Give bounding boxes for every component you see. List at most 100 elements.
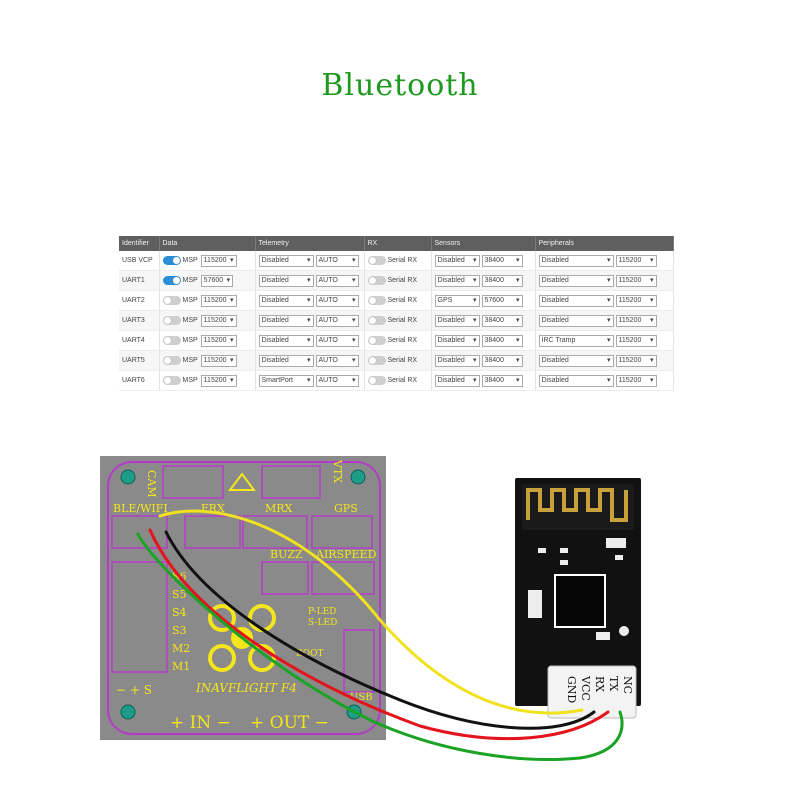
frx-pad bbox=[184, 515, 241, 549]
msp-toggle[interactable] bbox=[162, 356, 181, 365]
telemetry-select[interactable]: SmartPort bbox=[258, 374, 314, 387]
table-header-row: Identifier Data Telemetry RX Sensors Per… bbox=[119, 236, 674, 251]
msp-baud-select[interactable]: 115200 bbox=[200, 294, 237, 307]
sensor-baud-select[interactable]: 57600 bbox=[481, 294, 523, 307]
header-identifier: Identifier bbox=[119, 236, 160, 251]
peripheral-select[interactable]: Disabled bbox=[538, 374, 614, 387]
peripheral-select[interactable]: IRC Tramp bbox=[538, 334, 614, 347]
port-identifier: USB VCP bbox=[119, 251, 160, 271]
peripheral-baud-select[interactable]: 115200 bbox=[615, 274, 657, 287]
header-rx: RX bbox=[364, 236, 432, 251]
label-out: + OUT − bbox=[250, 713, 329, 733]
port-identifier: UART5 bbox=[119, 350, 160, 371]
msp-baud-select[interactable]: 57600 bbox=[200, 274, 234, 287]
port-identifier: UART6 bbox=[119, 370, 160, 391]
mount-hole-tr bbox=[350, 469, 366, 485]
sensor-select[interactable]: Disabled bbox=[434, 354, 480, 367]
sensor-select[interactable]: Disabled bbox=[434, 374, 480, 387]
telemetry-baud-select[interactable]: AUTO bbox=[315, 354, 359, 367]
peripherals-cell: Disabled115200 bbox=[535, 251, 674, 271]
msp-baud-select[interactable]: 115200 bbox=[200, 254, 237, 267]
peripheral-baud-select[interactable]: 115200 bbox=[615, 254, 657, 267]
telemetry-select[interactable]: Disabled bbox=[258, 254, 314, 267]
sensor-baud-select[interactable]: 38400 bbox=[481, 274, 523, 287]
telemetry-select[interactable]: Disabled bbox=[258, 314, 314, 327]
serial-rx-toggle[interactable] bbox=[367, 376, 386, 385]
rx-cell: Serial RX bbox=[364, 270, 432, 291]
sensor-baud-select[interactable]: 38400 bbox=[481, 374, 523, 387]
header-peripherals: Peripherals bbox=[535, 236, 674, 251]
sensor-baud-select[interactable]: 38400 bbox=[481, 254, 523, 267]
telemetry-baud-select[interactable]: AUTO bbox=[315, 254, 359, 267]
serial-rx-toggle[interactable] bbox=[367, 336, 386, 345]
telemetry-select[interactable]: Disabled bbox=[258, 334, 314, 347]
serial-rx-label: Serial RX bbox=[387, 337, 418, 344]
component-3 bbox=[596, 632, 610, 640]
sensor-select[interactable]: Disabled bbox=[434, 254, 480, 267]
sensor-baud-select[interactable]: 38400 bbox=[481, 354, 523, 367]
sensors-cell: Disabled38400 bbox=[431, 370, 536, 391]
serial-rx-toggle[interactable] bbox=[367, 356, 386, 365]
msp-baud-select[interactable]: 115200 bbox=[200, 354, 237, 367]
serial-rx-toggle[interactable] bbox=[367, 256, 386, 265]
board-outline bbox=[107, 461, 381, 735]
msp-baud-select[interactable]: 115200 bbox=[200, 374, 237, 387]
pin-rx: RX bbox=[593, 676, 606, 692]
telemetry-baud-select[interactable]: AUTO bbox=[315, 274, 359, 287]
sensor-select[interactable]: Disabled bbox=[434, 274, 480, 287]
component-5 bbox=[538, 548, 546, 553]
serial-rx-toggle[interactable] bbox=[367, 296, 386, 305]
port-identifier: UART2 bbox=[119, 290, 160, 311]
component-7 bbox=[560, 560, 568, 565]
msp-toggle[interactable] bbox=[162, 276, 181, 285]
msp-toggle[interactable] bbox=[162, 296, 181, 305]
peripheral-select[interactable]: Disabled bbox=[538, 294, 614, 307]
msp-toggle[interactable] bbox=[162, 376, 181, 385]
label-pled: P-LED bbox=[308, 607, 336, 617]
telemetry-select[interactable]: Disabled bbox=[258, 274, 314, 287]
peripheral-baud-select[interactable]: 115200 bbox=[615, 374, 657, 387]
sensor-baud-select[interactable]: 38400 bbox=[481, 334, 523, 347]
msp-label: MSP bbox=[182, 357, 198, 364]
telemetry-select[interactable]: Disabled bbox=[258, 294, 314, 307]
rx-cell: Serial RX bbox=[364, 310, 432, 331]
telemetry-baud-select[interactable]: AUTO bbox=[315, 374, 359, 387]
sensor-select[interactable]: GPS bbox=[434, 294, 480, 307]
wires bbox=[136, 509, 624, 761]
peripheral-baud-select[interactable]: 115200 bbox=[615, 314, 657, 327]
telemetry-baud-select[interactable]: AUTO bbox=[315, 294, 359, 307]
peripheral-select[interactable]: Disabled bbox=[538, 354, 614, 367]
peripheral-baud-select[interactable]: 115200 bbox=[615, 334, 657, 347]
telemetry-cell: DisabledAUTO bbox=[255, 270, 365, 291]
msp-baud-select[interactable]: 115200 bbox=[200, 334, 237, 347]
telemetry-baud-select[interactable]: AUTO bbox=[315, 334, 359, 347]
rx-cell: Serial RX bbox=[364, 251, 432, 271]
serial-rx-toggle[interactable] bbox=[367, 276, 386, 285]
msp-toggle[interactable] bbox=[162, 336, 181, 345]
serial-rx-toggle[interactable] bbox=[367, 316, 386, 325]
label-m2: M2 bbox=[172, 642, 190, 655]
msp-toggle[interactable] bbox=[162, 256, 181, 265]
label-buzz: BUZZ bbox=[270, 548, 303, 561]
peripheral-select[interactable]: Disabled bbox=[538, 314, 614, 327]
peripheral-select[interactable]: Disabled bbox=[538, 274, 614, 287]
telemetry-baud-select[interactable]: AUTO bbox=[315, 314, 359, 327]
serial-rx-label: Serial RX bbox=[387, 297, 418, 304]
telemetry-select[interactable]: Disabled bbox=[258, 354, 314, 367]
sensor-baud-select[interactable]: 38400 bbox=[481, 314, 523, 327]
msp-toggle[interactable] bbox=[162, 316, 181, 325]
peripheral-baud-select[interactable]: 115200 bbox=[615, 294, 657, 307]
peripheral-baud-select[interactable]: 115200 bbox=[615, 354, 657, 367]
peripherals-cell: IRC Tramp115200 bbox=[535, 330, 674, 351]
label-m1: M1 bbox=[172, 660, 190, 673]
msp-baud-select[interactable]: 115200 bbox=[200, 314, 237, 327]
table-row: USB VCPMSP115200DisabledAUTOSerial RXDis… bbox=[119, 251, 674, 271]
pin-vcc: VCC bbox=[579, 675, 592, 701]
sensor-select[interactable]: Disabled bbox=[434, 334, 480, 347]
bluetooth-module: GND VCC RX TX NC bbox=[515, 478, 641, 719]
sensor-select[interactable]: Disabled bbox=[434, 314, 480, 327]
peripheral-select[interactable]: Disabled bbox=[538, 254, 614, 267]
